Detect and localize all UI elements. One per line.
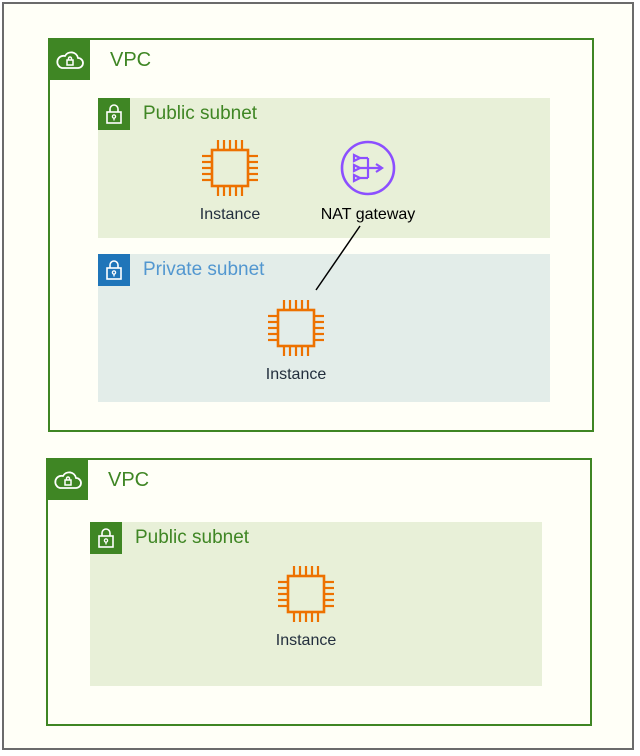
vpc-label: VPC — [108, 469, 150, 491]
diagram-frame: VPC Public subnet — [2, 2, 634, 750]
ec2-instance: Instance — [260, 562, 352, 650]
cloud-lock-icon — [48, 460, 88, 500]
vpc-label: VPC — [110, 49, 152, 71]
nat-gateway-icon — [340, 140, 396, 196]
instance-chip-icon — [202, 140, 258, 196]
nat-gateway: NAT gateway — [306, 138, 430, 224]
lock-icon — [98, 254, 130, 286]
public-subnet-label: Public subnet — [143, 103, 258, 124]
public-subnet-label: Public subnet — [135, 527, 250, 548]
lock-icon — [90, 522, 122, 554]
private-subnet-label: Private subnet — [143, 259, 265, 280]
instance-label: Instance — [275, 632, 337, 649]
ec2-instance: Instance — [184, 136, 276, 224]
instance-chip-icon — [268, 300, 324, 356]
instance-label: Instance — [265, 366, 327, 383]
public-subnet: Public subnet Instance — [98, 98, 550, 238]
ec2-instance: Instance — [250, 296, 342, 384]
connection-line — [315, 225, 361, 291]
vpc-top: VPC Public subnet — [48, 38, 594, 432]
instance-chip-icon — [278, 566, 334, 622]
cloud-lock-icon — [50, 40, 90, 80]
vpc-bottom: VPC Public subnet — [46, 458, 592, 726]
lock-icon — [98, 98, 130, 130]
nat-connector — [315, 225, 361, 291]
instance-label: Instance — [199, 206, 261, 223]
nat-gateway-label: NAT gateway — [320, 206, 416, 223]
public-subnet: Public subnet Instance — [90, 522, 542, 686]
